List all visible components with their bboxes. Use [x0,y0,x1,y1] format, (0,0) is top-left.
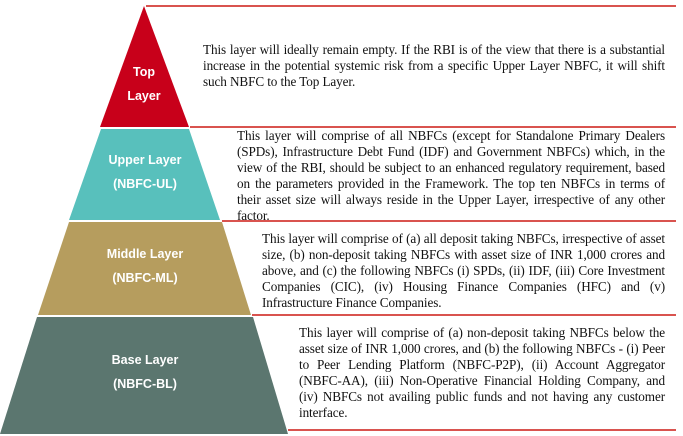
divider [288,429,676,431]
top-layer-description: This layer will ideally remain empty. If… [203,42,665,89]
layer-name: Base Layer [111,353,179,367]
layer-code: (NBFC-BL) [113,377,177,391]
layer-name-line2: Layer [127,89,161,103]
divider [252,314,676,316]
layer-code: (NBFC-UL) [113,177,177,191]
divider [190,126,676,128]
base-layer-description: This layer will comprise of (a) non-depo… [299,325,665,420]
top-layer-label: Top Layer [104,60,184,108]
layer-name: Upper Layer [108,153,182,167]
layer-code: (NBFC-ML) [112,271,178,285]
base-layer-label: Base Layer (NBFC-BL) [85,348,205,396]
divider [222,220,676,222]
upper-layer-shape [69,129,220,220]
middle-layer-label: Middle Layer (NBFC-ML) [85,242,205,290]
divider [146,5,676,7]
middle-layer-shape [38,222,251,315]
middle-layer-description: This layer will comprise of (a) all depo… [262,231,665,310]
base-layer-shape [0,317,288,434]
top-layer-shape [100,6,189,127]
layer-name: Top [133,65,155,79]
layer-name: Middle Layer [106,247,184,261]
upper-layer-label: Upper Layer (NBFC-UL) [85,148,205,196]
upper-layer-description: This layer will comprise of all NBFCs (e… [237,128,665,223]
